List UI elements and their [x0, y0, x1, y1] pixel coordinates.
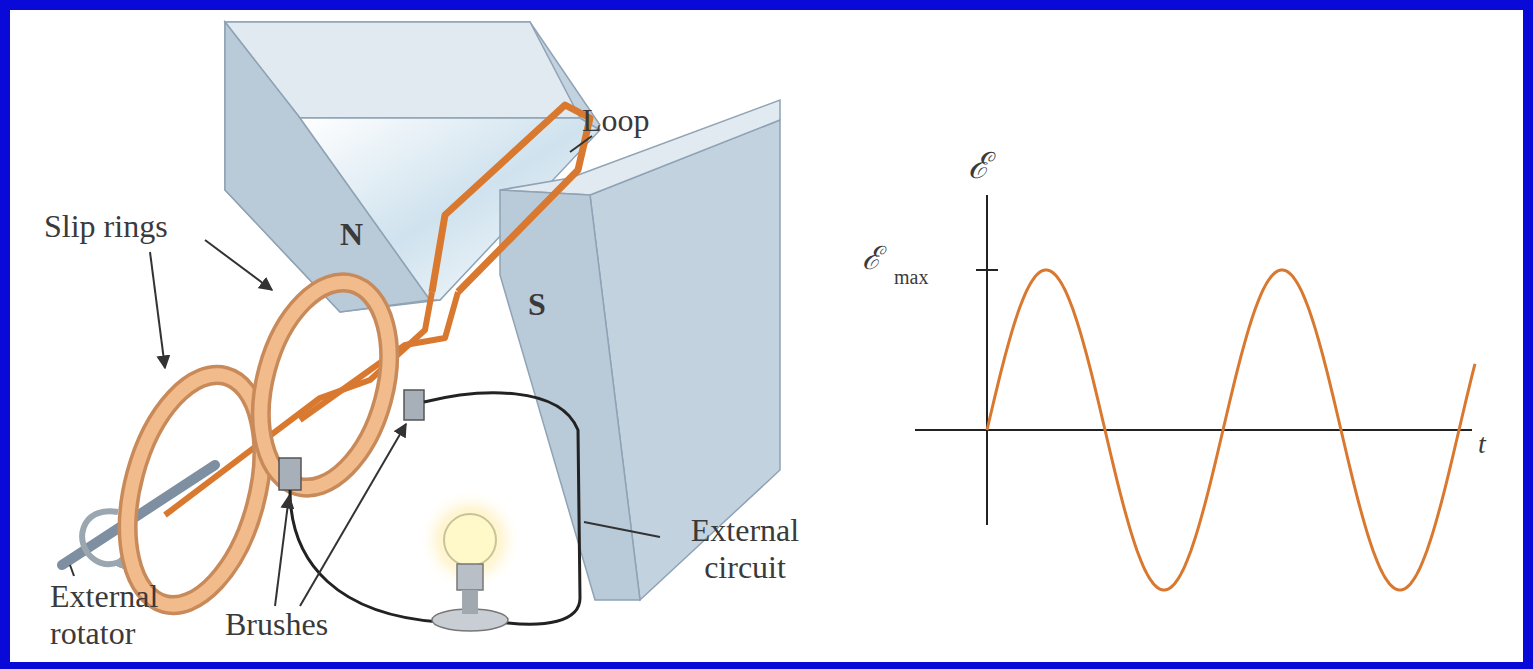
leader-lines	[70, 136, 660, 606]
axis-value: ℰ	[862, 240, 881, 277]
circuit-wire	[290, 490, 440, 622]
pole-label: N	[340, 216, 363, 253]
slip-rings	[105, 268, 411, 620]
axis-label: t	[1478, 428, 1486, 460]
emf-curve	[987, 270, 1475, 590]
part-label: External circuit	[660, 512, 830, 586]
emf-graph	[915, 195, 1475, 590]
brush	[279, 458, 301, 490]
wire-loop	[432, 105, 590, 292]
part-label: Slip rings	[44, 208, 168, 245]
brush	[404, 390, 424, 420]
pole-label: S	[528, 286, 546, 323]
part-label: Brushes	[225, 606, 328, 643]
axis-label: ℰ	[968, 145, 990, 186]
part-label: External rotator	[50, 578, 225, 652]
part-label: Loop	[582, 102, 650, 139]
light-bulb	[418, 488, 522, 631]
axis-value-subscript: max	[894, 266, 928, 289]
